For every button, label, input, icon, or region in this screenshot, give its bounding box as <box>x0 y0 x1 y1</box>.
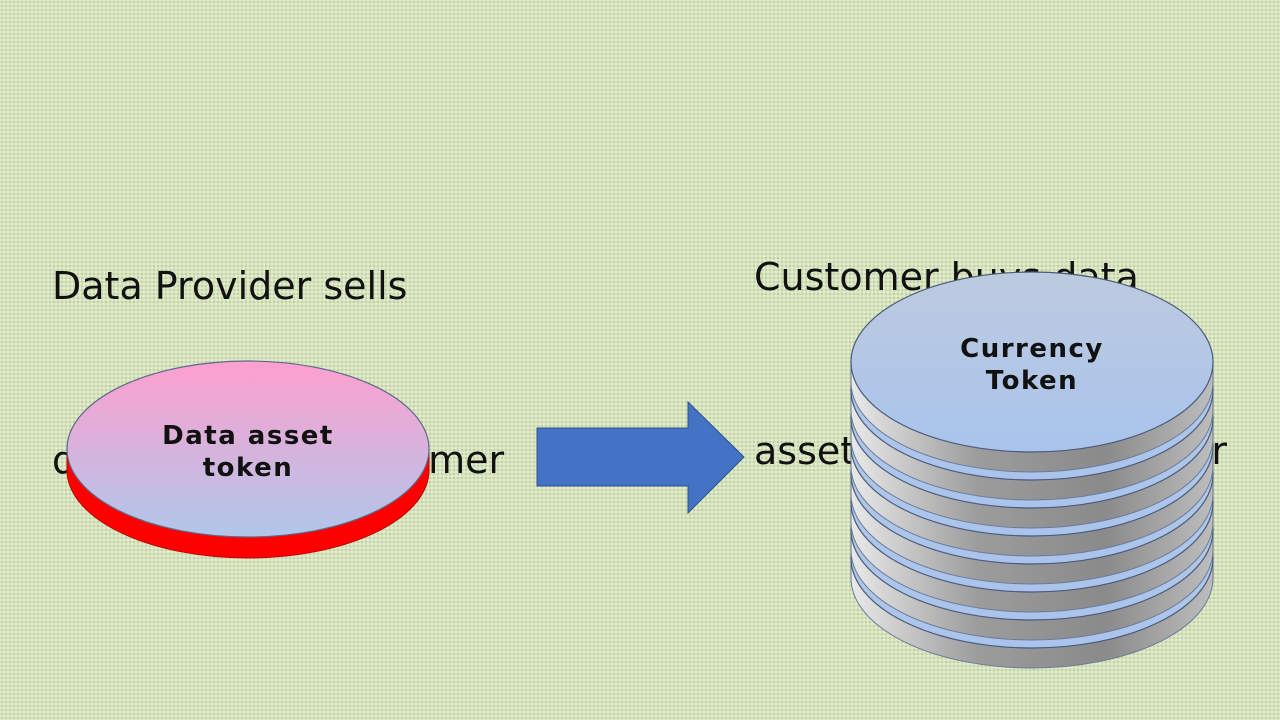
currency-token-label-line-1: Currency <box>960 334 1104 364</box>
data-asset-token: Data asset token <box>66 360 430 559</box>
currency-token-label: Currency Token <box>960 334 1104 396</box>
currency-coin-face <box>850 271 1214 453</box>
data-token-label-line-1: Data asset <box>162 421 334 451</box>
left-caption-line-1: Data Provider sells <box>52 264 408 308</box>
currency-token-stack <box>850 271 1214 669</box>
transfer-arrow <box>536 400 745 515</box>
data-token-label-line-2: token <box>203 453 294 483</box>
currency-coin-layer <box>850 271 1214 473</box>
currency-token-label-line-2: Token <box>986 366 1078 396</box>
data-token-face <box>66 360 430 538</box>
